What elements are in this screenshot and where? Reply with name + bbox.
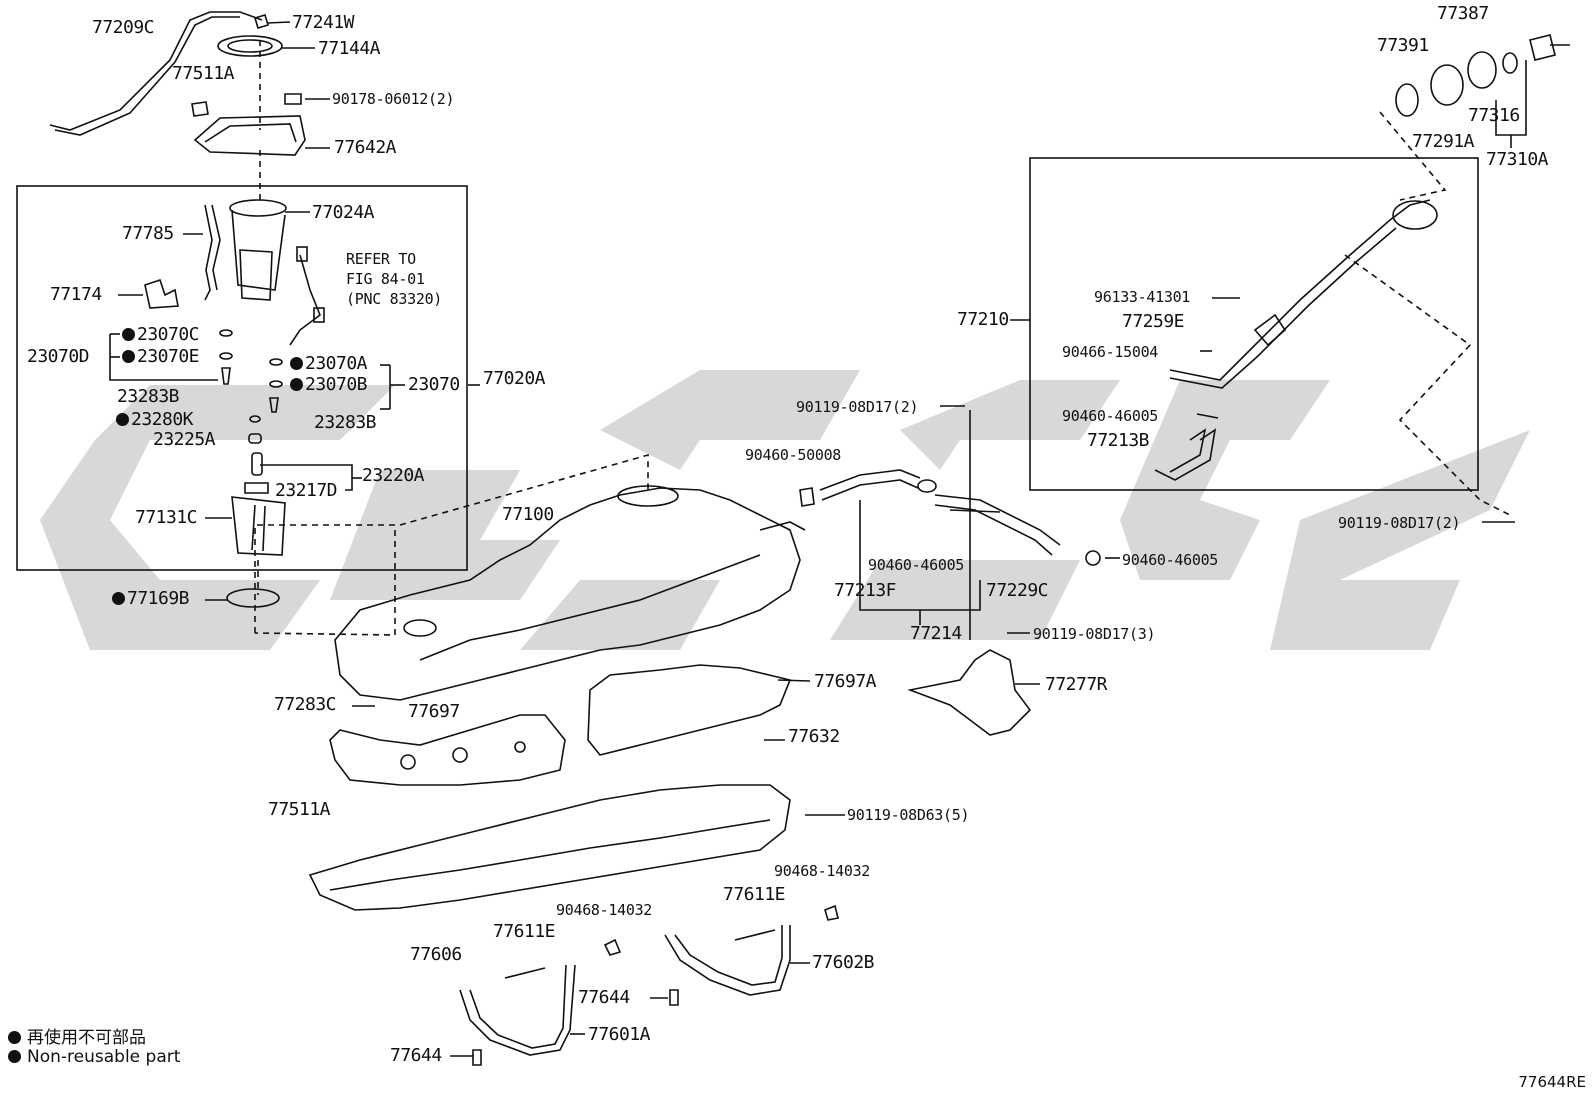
label-77259E: 77259E bbox=[1122, 311, 1185, 332]
label-77644-mid: 77644 bbox=[578, 987, 630, 1008]
label-77611E-left: 77611E bbox=[493, 921, 556, 942]
bullet-icon bbox=[8, 1031, 21, 1044]
watermark-logo bbox=[40, 370, 1530, 650]
label-77144A: 77144A bbox=[318, 38, 381, 59]
label-90460-46005-mid: 90460-46005 bbox=[868, 556, 965, 574]
label-77229C: 77229C bbox=[986, 580, 1049, 601]
label-77209C: 77209C bbox=[92, 17, 155, 38]
label-77606: 77606 bbox=[410, 944, 462, 965]
fuel-tank-outline bbox=[334, 487, 801, 701]
label-23217D: 23217D bbox=[275, 480, 338, 501]
label-77632: 77632 bbox=[788, 726, 840, 747]
label-77785: 77785 bbox=[122, 223, 174, 244]
label-23283B-right: 23283B bbox=[314, 412, 377, 433]
label-77277R: 77277R bbox=[1045, 674, 1108, 695]
bullet-icon bbox=[8, 1050, 21, 1063]
label-77174: 77174 bbox=[50, 284, 102, 305]
label-23070D: 23070D bbox=[27, 346, 90, 367]
label-77213F: 77213F bbox=[834, 580, 897, 601]
label-23283B-left: 23283B bbox=[117, 386, 180, 407]
label-77697: 77697 bbox=[408, 701, 460, 722]
label-96133-41301: 96133-41301 bbox=[1094, 288, 1191, 306]
label-77511A-bottom: 77511A bbox=[268, 799, 331, 820]
label-77602B: 77602B bbox=[812, 952, 875, 973]
refer-line-1: REFER TO bbox=[346, 250, 416, 268]
label-77387: 77387 bbox=[1437, 3, 1489, 24]
label-77283C: 77283C bbox=[274, 694, 337, 715]
label-23070: 23070 bbox=[408, 374, 460, 395]
label-90119-08D17-2-right: 90119-08D17(2) bbox=[1338, 514, 1461, 532]
label-77131C: 77131C bbox=[135, 507, 198, 528]
label-90119-08D63: 90119-08D63(5) bbox=[847, 806, 970, 824]
refer-line-2: FIG 84-01 bbox=[346, 270, 425, 288]
legend-japanese: 再使用不可部品 bbox=[8, 1023, 146, 1048]
label-23070C: 23070C bbox=[122, 325, 200, 345]
label-90468-14032-right: 90468-14032 bbox=[774, 862, 871, 880]
label-77511A-top: 77511A bbox=[172, 63, 235, 84]
label-77642A: 77642A bbox=[334, 137, 397, 158]
label-90466-15004: 90466-15004 bbox=[1062, 343, 1159, 361]
label-77214: 77214 bbox=[910, 623, 962, 644]
label-23070B: 23070B bbox=[290, 375, 368, 395]
label-77024A: 77024A bbox=[312, 202, 375, 223]
pump-assembly-box bbox=[16, 185, 468, 571]
refer-line-3: (PNC 83320) bbox=[346, 290, 443, 308]
label-90119-08D17-2-top: 90119-08D17(2) bbox=[796, 398, 919, 416]
label-23070E: 23070E bbox=[122, 347, 200, 367]
label-23220A: 23220A bbox=[362, 465, 425, 486]
label-90178-06012: 90178-06012(2) bbox=[332, 90, 455, 108]
label-77241W: 77241W bbox=[292, 12, 355, 33]
document-id: 77644RE bbox=[1518, 1073, 1586, 1091]
label-23225A: 23225A bbox=[153, 429, 216, 450]
label-77611E-right: 77611E bbox=[723, 884, 786, 905]
label-90119-08D17-3: 90119-08D17(3) bbox=[1033, 625, 1156, 643]
label-77210: 77210 bbox=[957, 309, 1009, 330]
filler-pipe-box bbox=[1029, 157, 1479, 491]
legend-english: Non-reusable part bbox=[8, 1047, 180, 1067]
label-77213B: 77213B bbox=[1087, 430, 1150, 451]
label-77169B: 77169B bbox=[112, 589, 190, 609]
label-77291A: 77291A bbox=[1412, 131, 1475, 152]
legend-english-text: Non-reusable part bbox=[27, 1047, 181, 1067]
label-90460-50008: 90460-50008 bbox=[745, 446, 842, 464]
label-77100: 77100 bbox=[502, 504, 554, 525]
label-77020A: 77020A bbox=[483, 368, 546, 389]
label-23070A: 23070A bbox=[290, 354, 368, 374]
label-90468-14032-left: 90468-14032 bbox=[556, 901, 653, 919]
label-23280K: 23280K bbox=[116, 410, 194, 430]
legend-japanese-text: 再使用不可部品 bbox=[27, 1028, 146, 1048]
label-77316: 77316 bbox=[1468, 105, 1520, 126]
label-77310A: 77310A bbox=[1486, 149, 1549, 170]
label-77601A: 77601A bbox=[588, 1024, 651, 1045]
label-77644-bottom: 77644 bbox=[390, 1045, 442, 1066]
label-77391: 77391 bbox=[1377, 35, 1429, 56]
label-77697A: 77697A bbox=[814, 671, 877, 692]
label-90460-46005-box: 90460-46005 bbox=[1062, 407, 1159, 425]
label-90460-46005-right: 90460-46005 bbox=[1122, 551, 1219, 569]
